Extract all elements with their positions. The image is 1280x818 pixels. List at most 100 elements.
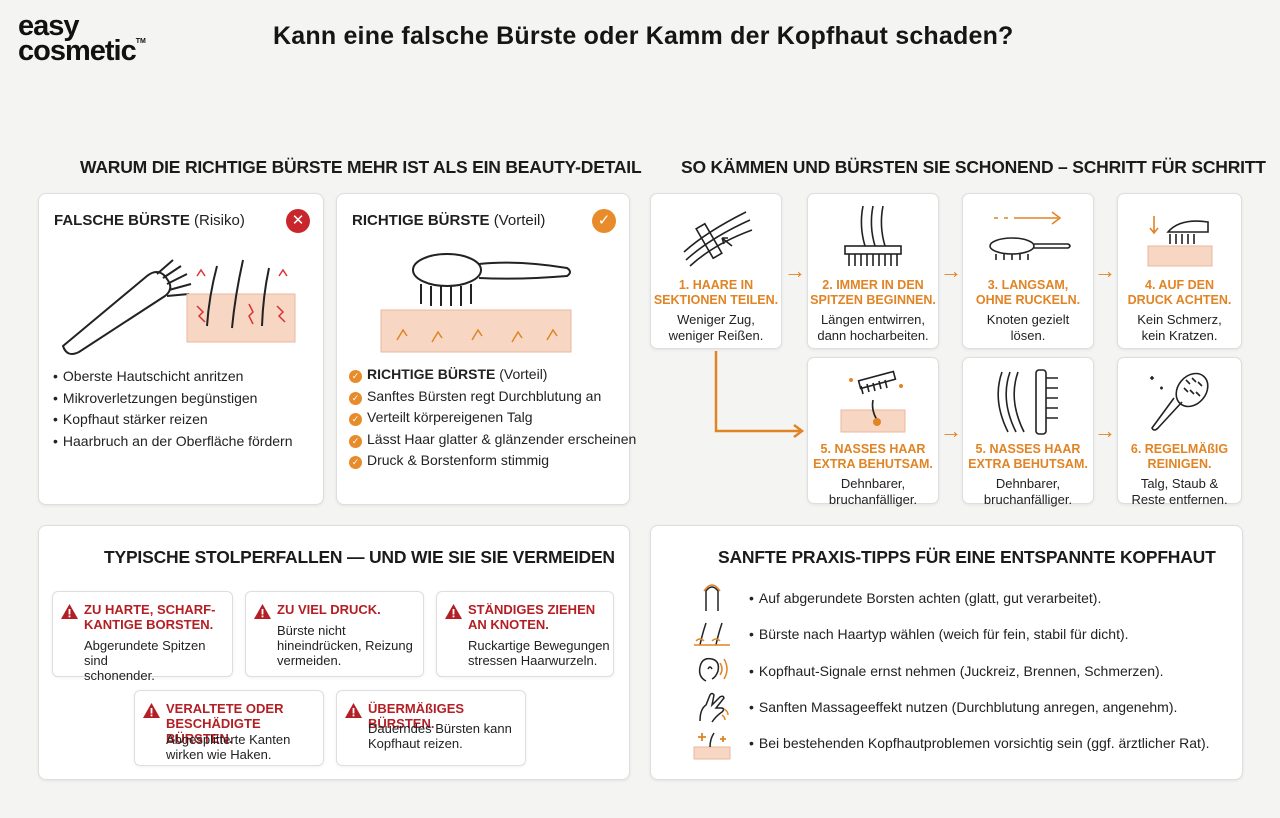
wrong-brush-list: Oberste Hautschicht anritzen Mikroverlet… xyxy=(53,366,293,453)
step-card-6: 5. NASSES HAAR EXTRA BEHUTSAM. Dehnbarer… xyxy=(962,357,1094,507)
arrow-right-icon: → xyxy=(784,258,806,283)
hair-type-icon xyxy=(694,622,730,646)
check-icon: ✓ xyxy=(592,209,616,233)
list-item: Kopfhaut-Signale ernst nehmen (Juckreiz,… xyxy=(749,663,1210,699)
step-card-2: 2. IMMER IN DEN SPITZEN BEGINNEN. Längen… xyxy=(807,193,939,349)
connector-arrow-icon xyxy=(714,351,805,438)
cross-icon: ✕ xyxy=(286,209,310,233)
brand-line-2: cosmetic xyxy=(18,34,137,67)
list-item: Kopfhaut stärker reizen xyxy=(53,409,292,431)
list-item: ✓RICHTIGE BÜRSTE (Vorteil) xyxy=(349,364,636,386)
list-item: Bürste nach Haartyp wählen (weich für fe… xyxy=(749,626,1210,662)
section-tips-title: SANFTE PRAXIS-TIPPS FÜR EINE ENTSPANNTE … xyxy=(718,547,1216,567)
check-icon: ✓ xyxy=(349,434,362,448)
pitfall-desc: Bürste nicht hineindrücken, Reizung verm… xyxy=(277,623,413,668)
pitfall-item-5: ÜBERMÄßIGES BÜRSTEN. Dauerndes Bürsten k… xyxy=(336,690,526,766)
step-card-3: 3. LANGSAM, OHNE RUCKELN. Knoten gezielt… xyxy=(962,193,1094,349)
wet-comb-icon xyxy=(840,370,906,433)
list-item: ✓Druck & Borstenform stimmig xyxy=(349,450,636,472)
step-desc: Kein Schmerz, kein Kratzen. xyxy=(1137,312,1222,343)
step-title: 6. REGELMÄßIG REINIGEN. xyxy=(1130,442,1229,471)
list-item: Mikroverletzungen begünstigen xyxy=(53,388,292,410)
step-card-1: 1. HAARE IN SEKTIONEN TEILEN. Weniger Zu… xyxy=(650,193,782,349)
right-brush-suffix: (Vorteil) xyxy=(493,212,546,229)
list-item: Haarbruch an der Oberfläche fördern xyxy=(53,431,293,453)
brand-logo: easy cosmeticTM xyxy=(18,10,146,67)
warning-icon xyxy=(445,604,462,619)
right-brush-illustration xyxy=(380,253,572,353)
right-brush-label: RICHTIGE BÜRSTE xyxy=(352,212,490,229)
wrong-brush-heading: FALSCHE BÜRSTE (Risiko) xyxy=(54,212,245,229)
step-title: 1. HAARE IN SEKTIONEN TEILEN. xyxy=(653,278,779,307)
list-item: ✓Lässt Haar glatter & glänzender erschei… xyxy=(349,429,636,451)
pitfall-desc: Abgerundete Spitzen sind schonender. xyxy=(84,638,206,683)
warning-icon xyxy=(61,604,78,619)
pitfall-title: ZU VIEL DRUCK. xyxy=(277,602,381,617)
step-desc: Weniger Zug, weniger Reißen. xyxy=(668,312,764,343)
pitfall-title: STÄNDIGES ZIEHEN AN KNOTEN. xyxy=(468,602,596,632)
clean-brush-icon xyxy=(1149,372,1209,431)
ear-signal-icon xyxy=(698,657,728,682)
check-icon: ✓ xyxy=(349,370,362,383)
step-title: 4. AUF DEN DRUCK ACHTEN. xyxy=(1127,278,1232,307)
check-icon: ✓ xyxy=(349,456,362,469)
brand-line-1: easy xyxy=(18,10,80,42)
tips-list: Auf abgerundete Borsten achten (glatt, g… xyxy=(749,590,1210,771)
arrow-right-icon: → xyxy=(1094,258,1116,283)
step-title: 3. LANGSAM, OHNE RUCKELN. xyxy=(975,278,1081,307)
pitfall-title: ÜBERMÄßIGES BÜRSTEN. xyxy=(368,701,465,731)
arrow-right-icon: → xyxy=(1094,418,1116,443)
wrong-brush-card: FALSCHE BÜRSTE (Risiko) ✕ Oberste Hautsc… xyxy=(38,193,324,505)
list-item: Bei bestehenden Kopfhautproblemen vorsic… xyxy=(749,735,1210,771)
pitfall-item-3: STÄNDIGES ZIEHEN AN KNOTEN. Ruckartige B… xyxy=(436,591,614,677)
pitfall-item-1: ZU HARTE, SCHARF- KANTIGE BORSTEN. Abger… xyxy=(52,591,233,683)
comb-ends-icon xyxy=(844,205,902,266)
warning-icon xyxy=(143,703,160,718)
scalp-care-icon xyxy=(693,732,731,760)
brush-slow-icon xyxy=(989,211,1071,260)
pitfall-item-2: ZU VIEL DRUCK. Bürste nicht hineindrücke… xyxy=(245,591,424,677)
section-steps-title: SO KÄMMEN UND BÜRSTEN SIE SCHONEND – SCH… xyxy=(681,157,1266,177)
pressure-icon xyxy=(1147,216,1212,267)
wrong-brush-label: FALSCHE BÜRSTE xyxy=(54,212,190,229)
wide-comb-icon xyxy=(997,369,1058,435)
trademark: TM xyxy=(135,37,146,45)
step-card-7: 6. REGELMÄßIG REINIGEN. Talg, Staub & Re… xyxy=(1117,357,1242,507)
page-title: Kann eine falsche Bürste oder Kamm der K… xyxy=(273,22,1014,50)
pitfall-desc: Dauerndes Bürsten kann Kopfhaut reizen. xyxy=(368,721,512,751)
step-desc: Talg, Staub & Reste entfernen. xyxy=(1131,476,1228,507)
arrow-right-icon: → xyxy=(940,258,962,283)
wrong-brush-suffix: (Risiko) xyxy=(194,212,245,229)
step-card-5: 5. NASSES HAAR EXTRA BEHUTSAM. Dehnbarer… xyxy=(807,357,939,507)
hair-clip-icon xyxy=(683,211,753,267)
section-why-title: WARUM DIE RICHTIGE BÜRSTE MEHR IST ALS E… xyxy=(80,157,642,177)
pitfall-title: VERALTETE ODER BESCHÄDIGTE BÜRSTEN. xyxy=(166,701,284,746)
step-title: 5. NASSES HAAR EXTRA BEHUTSAM. xyxy=(813,442,933,471)
bristle-tip-icon xyxy=(703,584,721,611)
list-item: Sanften Massageeffekt nutzen (Durchblutu… xyxy=(749,699,1210,735)
step-title: 2. IMMER IN DEN SPITZEN BEGINNEN. xyxy=(810,278,936,307)
massage-hand-icon xyxy=(699,692,729,723)
section-pitfalls-title: TYPISCHE STOLPERFALLEN — UND WIE SIE SIE… xyxy=(104,547,615,567)
list-item: ✓Verteilt körpereigenen Talg xyxy=(349,407,636,429)
list-item: ✓Sanftes Bürsten regt Durchblutung an xyxy=(349,386,636,408)
right-brush-card: RICHTIGE BÜRSTE (Vorteil) ✓ ✓RICHTIGE BÜ… xyxy=(336,193,636,505)
right-brush-heading: RICHTIGE BÜRSTE (Vorteil) xyxy=(352,212,545,229)
warning-icon xyxy=(254,604,271,619)
check-icon: ✓ xyxy=(349,413,362,426)
check-icon: ✓ xyxy=(349,391,362,405)
list-item: Oberste Hautschicht anritzen xyxy=(53,366,292,388)
step-desc: Knoten gezielt lösen. xyxy=(986,312,1070,343)
step-title: 5. NASSES HAAR EXTRA BEHUTSAM. xyxy=(968,442,1088,471)
step-desc: Dehnbarer, bruchanfälliger. xyxy=(828,476,918,507)
right-brush-list: ✓RICHTIGE BÜRSTE (Vorteil) ✓Sanftes Bürs… xyxy=(349,364,636,472)
pitfall-desc: Abgesplitterte Kanten wirken wie Haken. xyxy=(166,732,291,762)
arrow-right-icon: → xyxy=(940,418,962,443)
step-card-4: 4. AUF DEN DRUCK ACHTEN. Kein Schmerz, k… xyxy=(1117,193,1242,349)
wrong-brush-illustration xyxy=(61,259,296,355)
list-item: Auf abgerundete Borsten achten (glatt, g… xyxy=(749,590,1210,626)
pitfall-desc: Ruckartige Bewegungen stressen Haarwurze… xyxy=(468,638,610,668)
step-desc: Längen entwirren, dann hocharbeiten. xyxy=(817,312,929,343)
pitfall-title: ZU HARTE, SCHARF- KANTIGE BORSTEN. xyxy=(84,602,216,632)
step-desc: Dehnbarer, bruchanfälliger. xyxy=(983,476,1073,507)
